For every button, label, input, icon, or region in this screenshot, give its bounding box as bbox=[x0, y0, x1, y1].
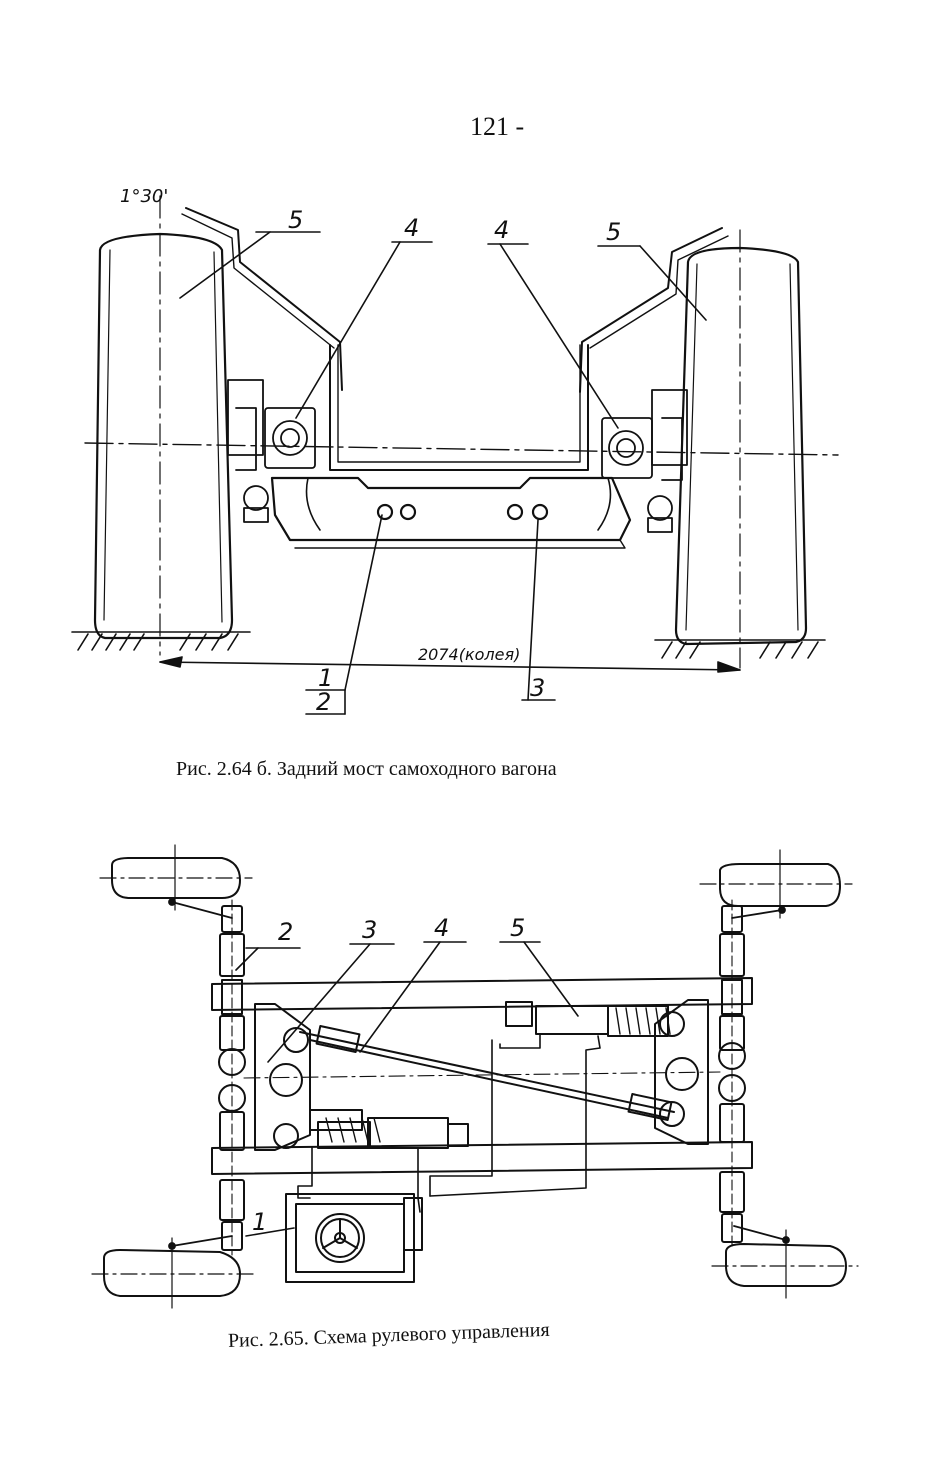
callout-4-right: 4 bbox=[494, 216, 509, 244]
frame-rails bbox=[211, 977, 753, 1175]
body bbox=[329, 344, 589, 471]
left-axle bbox=[218, 899, 246, 1256]
hydraulic-lines bbox=[297, 1033, 601, 1213]
callout-1-fig2: 1 bbox=[252, 1208, 267, 1236]
wheels bbox=[91, 844, 859, 1309]
callout-1: 1 bbox=[318, 664, 333, 692]
camber-angle-label: 1°30' bbox=[120, 186, 168, 207]
left-wheel bbox=[93, 195, 234, 656]
callout-5-right: 5 bbox=[606, 218, 621, 246]
callout-3: 3 bbox=[530, 674, 545, 702]
left-cylinder bbox=[309, 1109, 469, 1149]
right-wheel bbox=[674, 229, 808, 669]
track-label: 2074(колея) bbox=[418, 645, 520, 664]
callout-5-left: 5 bbox=[288, 206, 303, 234]
left-fender bbox=[185, 207, 343, 391]
ground bbox=[71, 631, 826, 659]
leaders bbox=[179, 231, 707, 715]
right-fender bbox=[579, 227, 723, 393]
callout-4-fig2: 4 bbox=[434, 914, 449, 942]
left-hub bbox=[227, 379, 316, 523]
left-knuckle bbox=[243, 1003, 721, 1151]
track-dimension bbox=[159, 656, 741, 673]
callout-2-fig2: 2 bbox=[278, 918, 293, 946]
leaders-fig2 bbox=[235, 941, 579, 1237]
page-number: 121 - bbox=[470, 112, 525, 141]
right-cylinder bbox=[505, 1001, 671, 1037]
steering-box bbox=[285, 1193, 423, 1283]
rear-axle-drawing: 5 4 4 5 1 2 3 1°30' 2074(колея) bbox=[71, 186, 839, 716]
right-axle bbox=[718, 899, 746, 1249]
figure1-caption: Рис. 2.64 б. Задний мост самоходного ваг… bbox=[176, 758, 557, 780]
callout-5-fig2: 5 bbox=[510, 914, 525, 942]
callout-3-fig2: 3 bbox=[362, 916, 377, 944]
right-hub bbox=[601, 389, 688, 533]
callout-2: 2 bbox=[316, 688, 331, 716]
tie-rod bbox=[299, 1025, 675, 1121]
callout-4-left: 4 bbox=[404, 214, 419, 242]
